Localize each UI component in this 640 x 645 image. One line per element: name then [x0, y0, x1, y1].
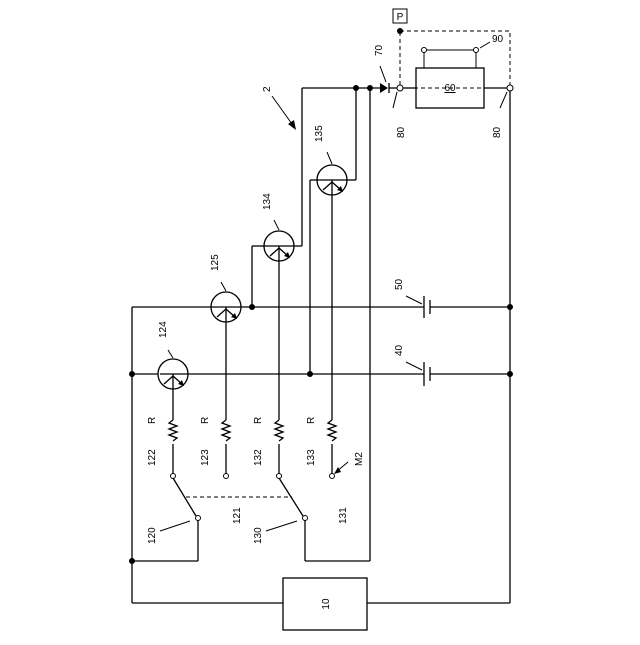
label-120-leader	[160, 521, 190, 531]
terminal-80-left	[397, 85, 403, 91]
label-p: P	[397, 12, 404, 23]
label-m2-arrow	[334, 467, 341, 474]
transistor-134-emitter	[270, 248, 279, 256]
switch-120-arm	[173, 478, 196, 516]
label-90-leader	[480, 42, 490, 48]
resistor-label-4: R	[306, 417, 317, 424]
terminal-80-right	[507, 85, 513, 91]
contact-131	[303, 516, 308, 521]
label-120: 120	[147, 527, 158, 544]
label-133: 133	[306, 449, 317, 466]
label-2-arrow	[288, 120, 296, 130]
label-70-leader	[380, 66, 386, 82]
label-80-right: 80	[492, 126, 503, 138]
junction-510-374	[507, 371, 513, 377]
label-80-right-leader	[500, 92, 507, 108]
transistor-135-emitter	[323, 182, 332, 190]
contact-133	[330, 474, 335, 479]
junction-132-374	[129, 371, 135, 377]
junction-510-307	[507, 304, 513, 310]
label-135-leader	[327, 152, 332, 164]
label-132: 132	[253, 449, 264, 466]
label-40: 40	[394, 344, 405, 356]
battery-40-leader	[406, 362, 422, 370]
label-122: 122	[147, 449, 158, 466]
resistor-134	[275, 420, 283, 441]
battery-50-leader	[406, 296, 422, 304]
resistor-135	[328, 420, 336, 441]
label-135: 135	[314, 125, 325, 142]
resistor-label-1: R	[147, 417, 158, 424]
terminal-90a	[422, 48, 427, 53]
label-124-leader	[168, 350, 173, 358]
label-134-leader	[274, 220, 279, 230]
label-m2: M2	[354, 452, 365, 466]
contact-123	[224, 474, 229, 479]
resistor-125	[222, 420, 230, 441]
label-80-left-leader	[393, 92, 397, 108]
label-130: 130	[253, 527, 264, 544]
label-2: 2	[262, 86, 273, 92]
label-50: 50	[394, 278, 405, 290]
terminal-90b	[474, 48, 479, 53]
label-2-leader	[272, 96, 292, 124]
contact-121	[196, 516, 201, 521]
resistor-label-2: R	[200, 417, 211, 424]
label-134: 134	[262, 193, 273, 210]
transistor-124-emitter	[164, 376, 173, 384]
label-131: 131	[338, 507, 349, 524]
block-10-label: 10	[321, 598, 332, 610]
block-60-label: 60	[444, 83, 456, 94]
label-124: 124	[158, 321, 169, 338]
label-80-left: 80	[396, 126, 407, 138]
resistor-124	[169, 420, 177, 441]
label-123: 123	[200, 449, 211, 466]
contact-132	[277, 474, 282, 479]
transistor-125-emitter	[217, 309, 226, 317]
label-121: 121	[232, 507, 243, 524]
contact-122	[171, 474, 176, 479]
resistor-label-3: R	[253, 417, 264, 424]
diode-70	[380, 83, 388, 93]
label-70: 70	[374, 44, 385, 56]
label-125: 125	[210, 254, 221, 271]
label-125-leader	[221, 282, 226, 291]
label-90: 90	[492, 34, 504, 45]
